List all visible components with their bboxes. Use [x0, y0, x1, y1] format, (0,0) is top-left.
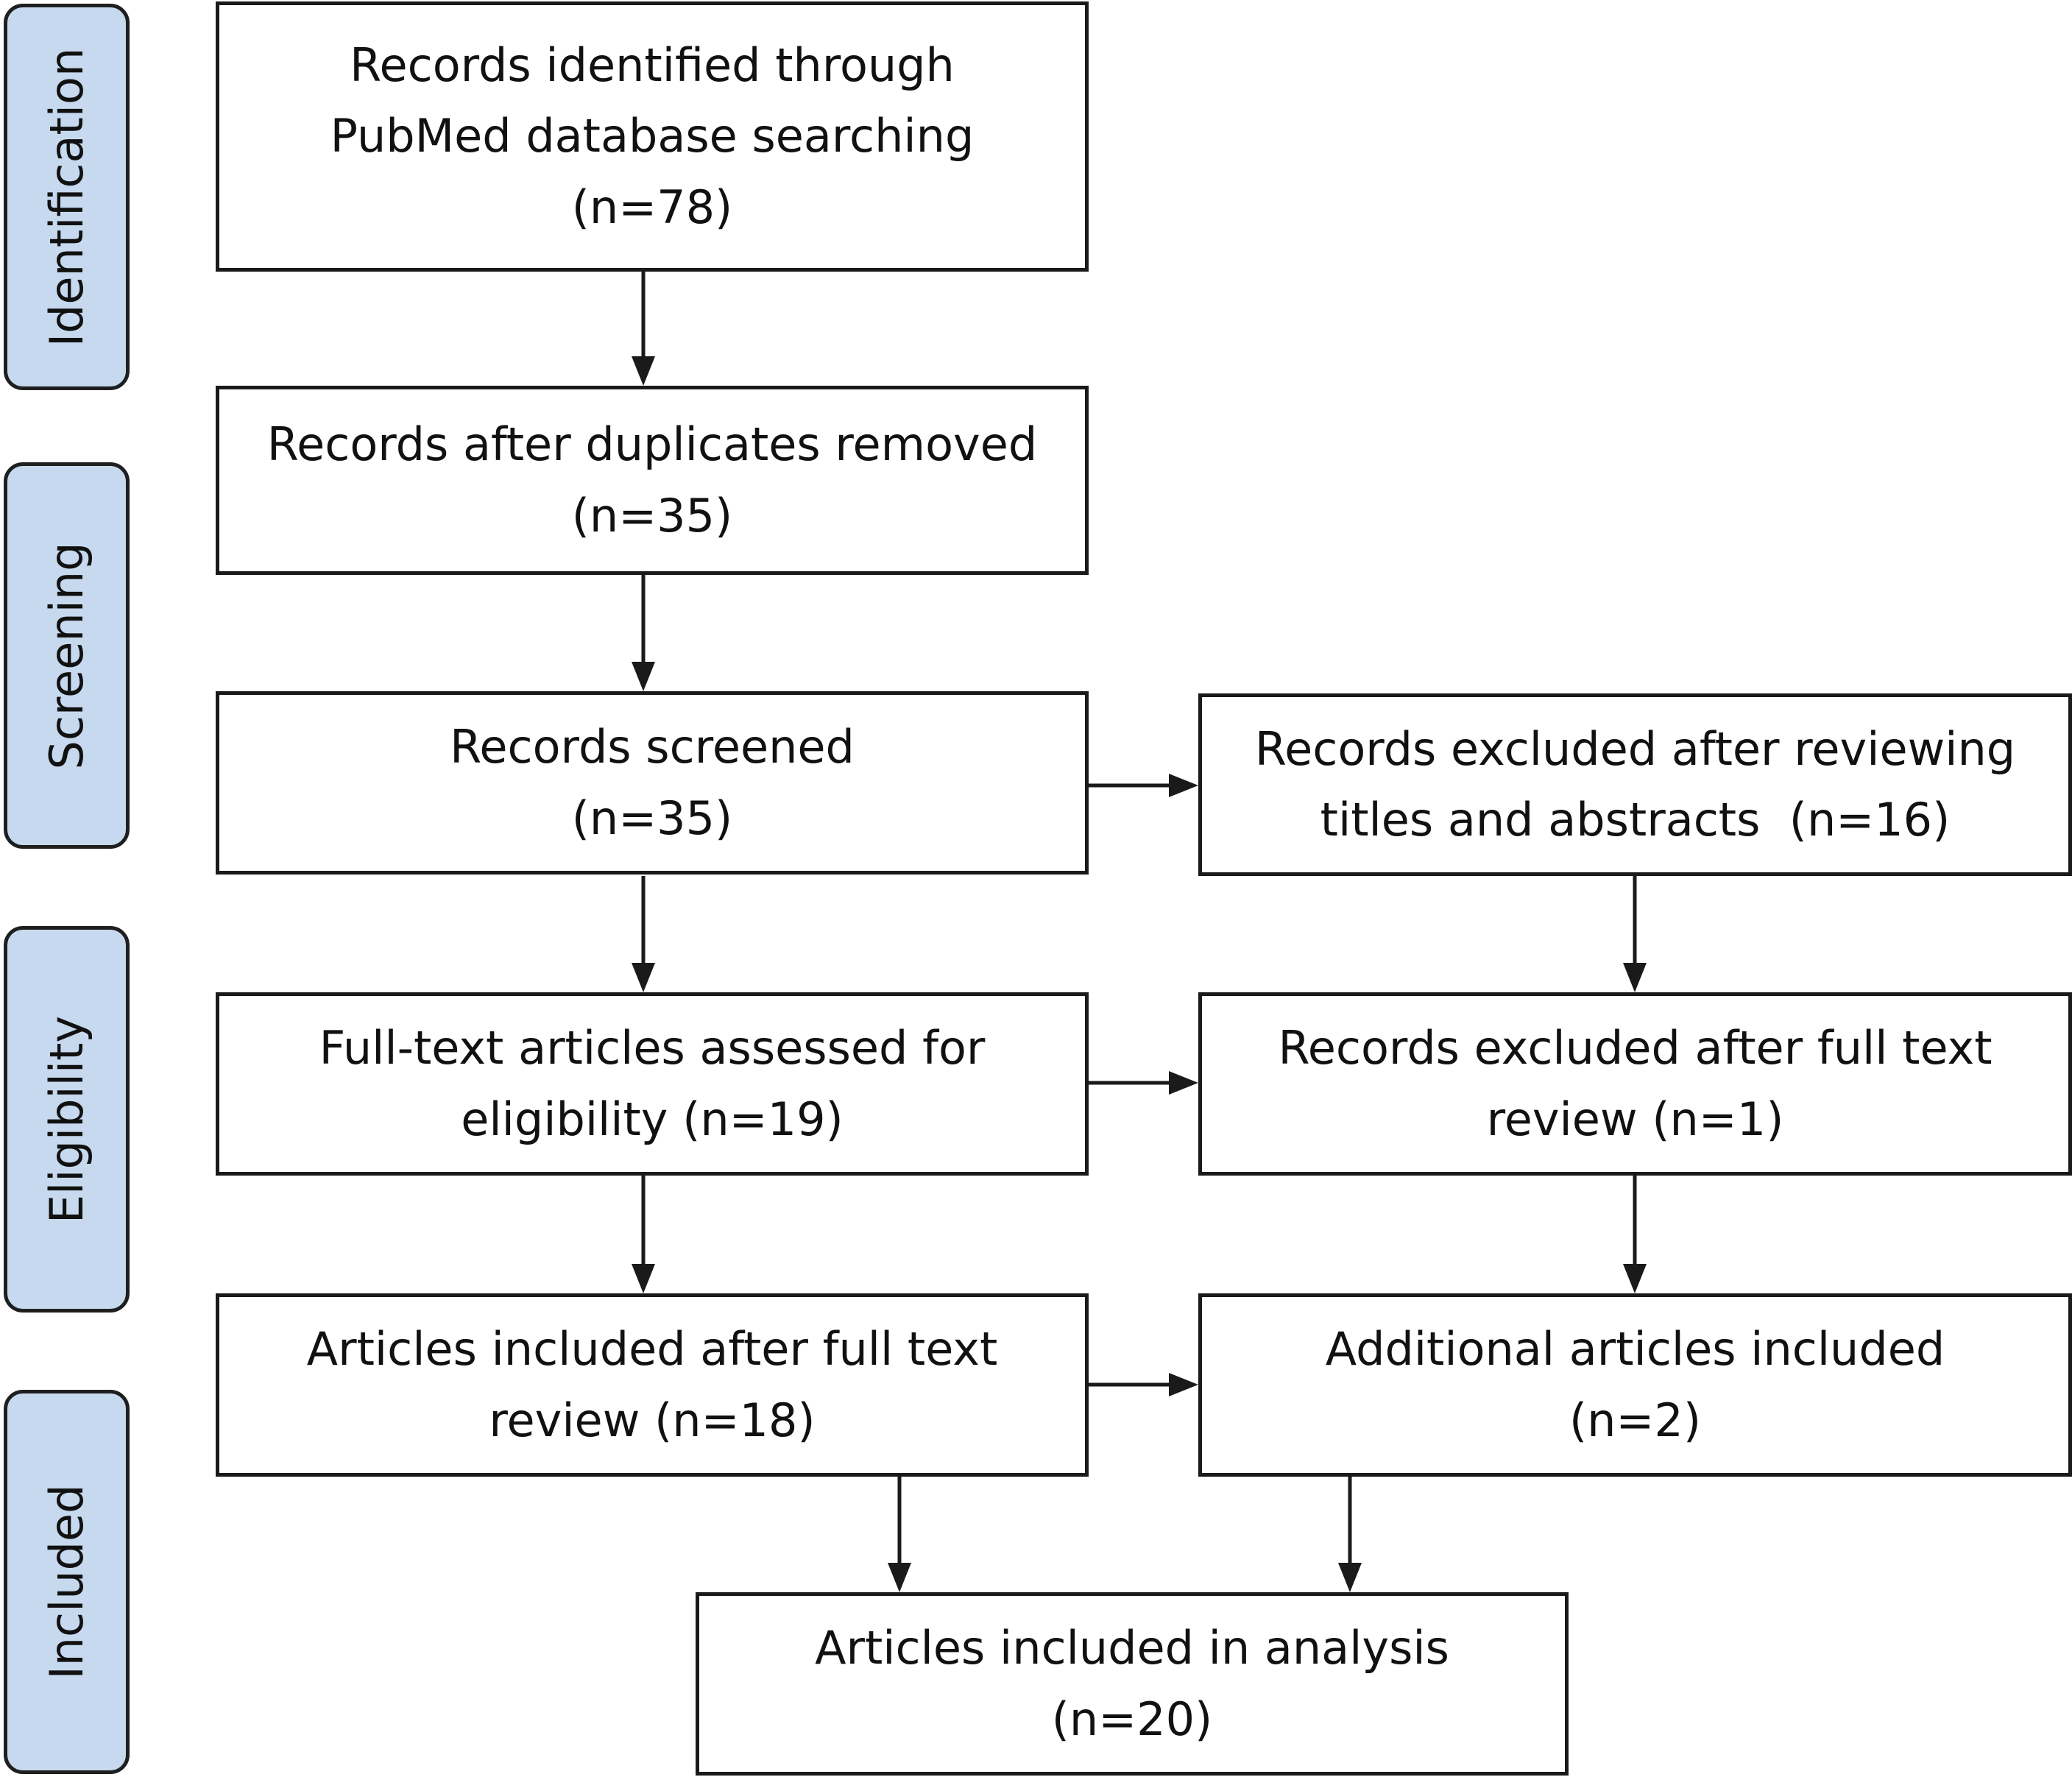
box-records-after-duplicates: Records after duplicates removed (n=35) — [216, 386, 1089, 575]
box-records-excluded-titles: Records excluded after reviewing titles … — [1198, 693, 2072, 876]
stage-label-identification: Identification — [39, 47, 93, 347]
arrowhead-down — [888, 1563, 911, 1592]
box-text-line: PubMed database searching — [330, 109, 975, 163]
box-text-line: Articles included in analysis — [815, 1621, 1449, 1675]
arrowhead-right — [1169, 1373, 1198, 1396]
box-text-line: eligibility (n=19) — [461, 1092, 844, 1146]
stage-label-screening: Screening — [39, 541, 93, 770]
box-text-line: Records identified through — [350, 38, 955, 93]
stage-identification: Identification — [4, 4, 130, 390]
box-text-line: (n=20) — [1051, 1692, 1213, 1746]
box-text-line: Records excluded after full text — [1278, 1021, 1993, 1075]
box-records-screened: Records screened (n=35) — [216, 691, 1089, 875]
box-text-line: (n=2) — [1569, 1393, 1702, 1447]
box-text-line: review (n=1) — [1486, 1092, 1784, 1146]
stage-label-included: Included — [39, 1484, 93, 1680]
box-articles-included-fulltext: Articles included after full text review… — [216, 1293, 1089, 1477]
box-text-line: review (n=18) — [489, 1393, 816, 1447]
box-additional-articles: Additional articles included (n=2) — [1198, 1293, 2072, 1477]
box-text-line: Records screened — [450, 720, 855, 774]
arrowhead-right — [1169, 1071, 1198, 1095]
box-text-line: Records excluded after reviewing — [1254, 721, 2016, 776]
arrowhead-down — [1623, 963, 1647, 992]
box-text-line: Records after duplicates removed — [266, 417, 1038, 472]
box-text-line: (n=78) — [571, 180, 733, 234]
box-text-line: (n=35) — [571, 488, 733, 543]
box-records-identified: Records identified through PubMed databa… — [216, 1, 1089, 272]
stage-screening: Screening — [4, 462, 130, 849]
arrowhead-down — [632, 963, 655, 992]
stage-included: Included — [4, 1390, 130, 1774]
arrowhead-down — [632, 662, 655, 691]
box-text-line: (n=35) — [571, 791, 733, 845]
box-text-line: Articles included after full text — [306, 1322, 998, 1377]
box-articles-in-analysis: Articles included in analysis (n=20) — [696, 1592, 1569, 1776]
arrowhead-down — [1338, 1563, 1362, 1592]
stage-label-eligibility: Eligibility — [39, 1015, 93, 1223]
arrowhead-right — [1169, 774, 1198, 797]
box-text-line: Additional articles included — [1325, 1322, 1945, 1377]
box-records-excluded-fulltext: Records excluded after full text review … — [1198, 992, 2072, 1176]
arrowhead-down — [632, 1264, 655, 1293]
box-text-line: Full-text articles assessed for — [319, 1021, 986, 1075]
box-text-line: titles and abstracts (n=16) — [1320, 793, 1951, 847]
stage-eligibility: Eligibility — [4, 926, 130, 1313]
box-fulltext-assessed: Full-text articles assessed for eligibil… — [216, 992, 1089, 1176]
arrowhead-down — [1623, 1264, 1647, 1293]
arrowhead-down — [632, 356, 655, 386]
